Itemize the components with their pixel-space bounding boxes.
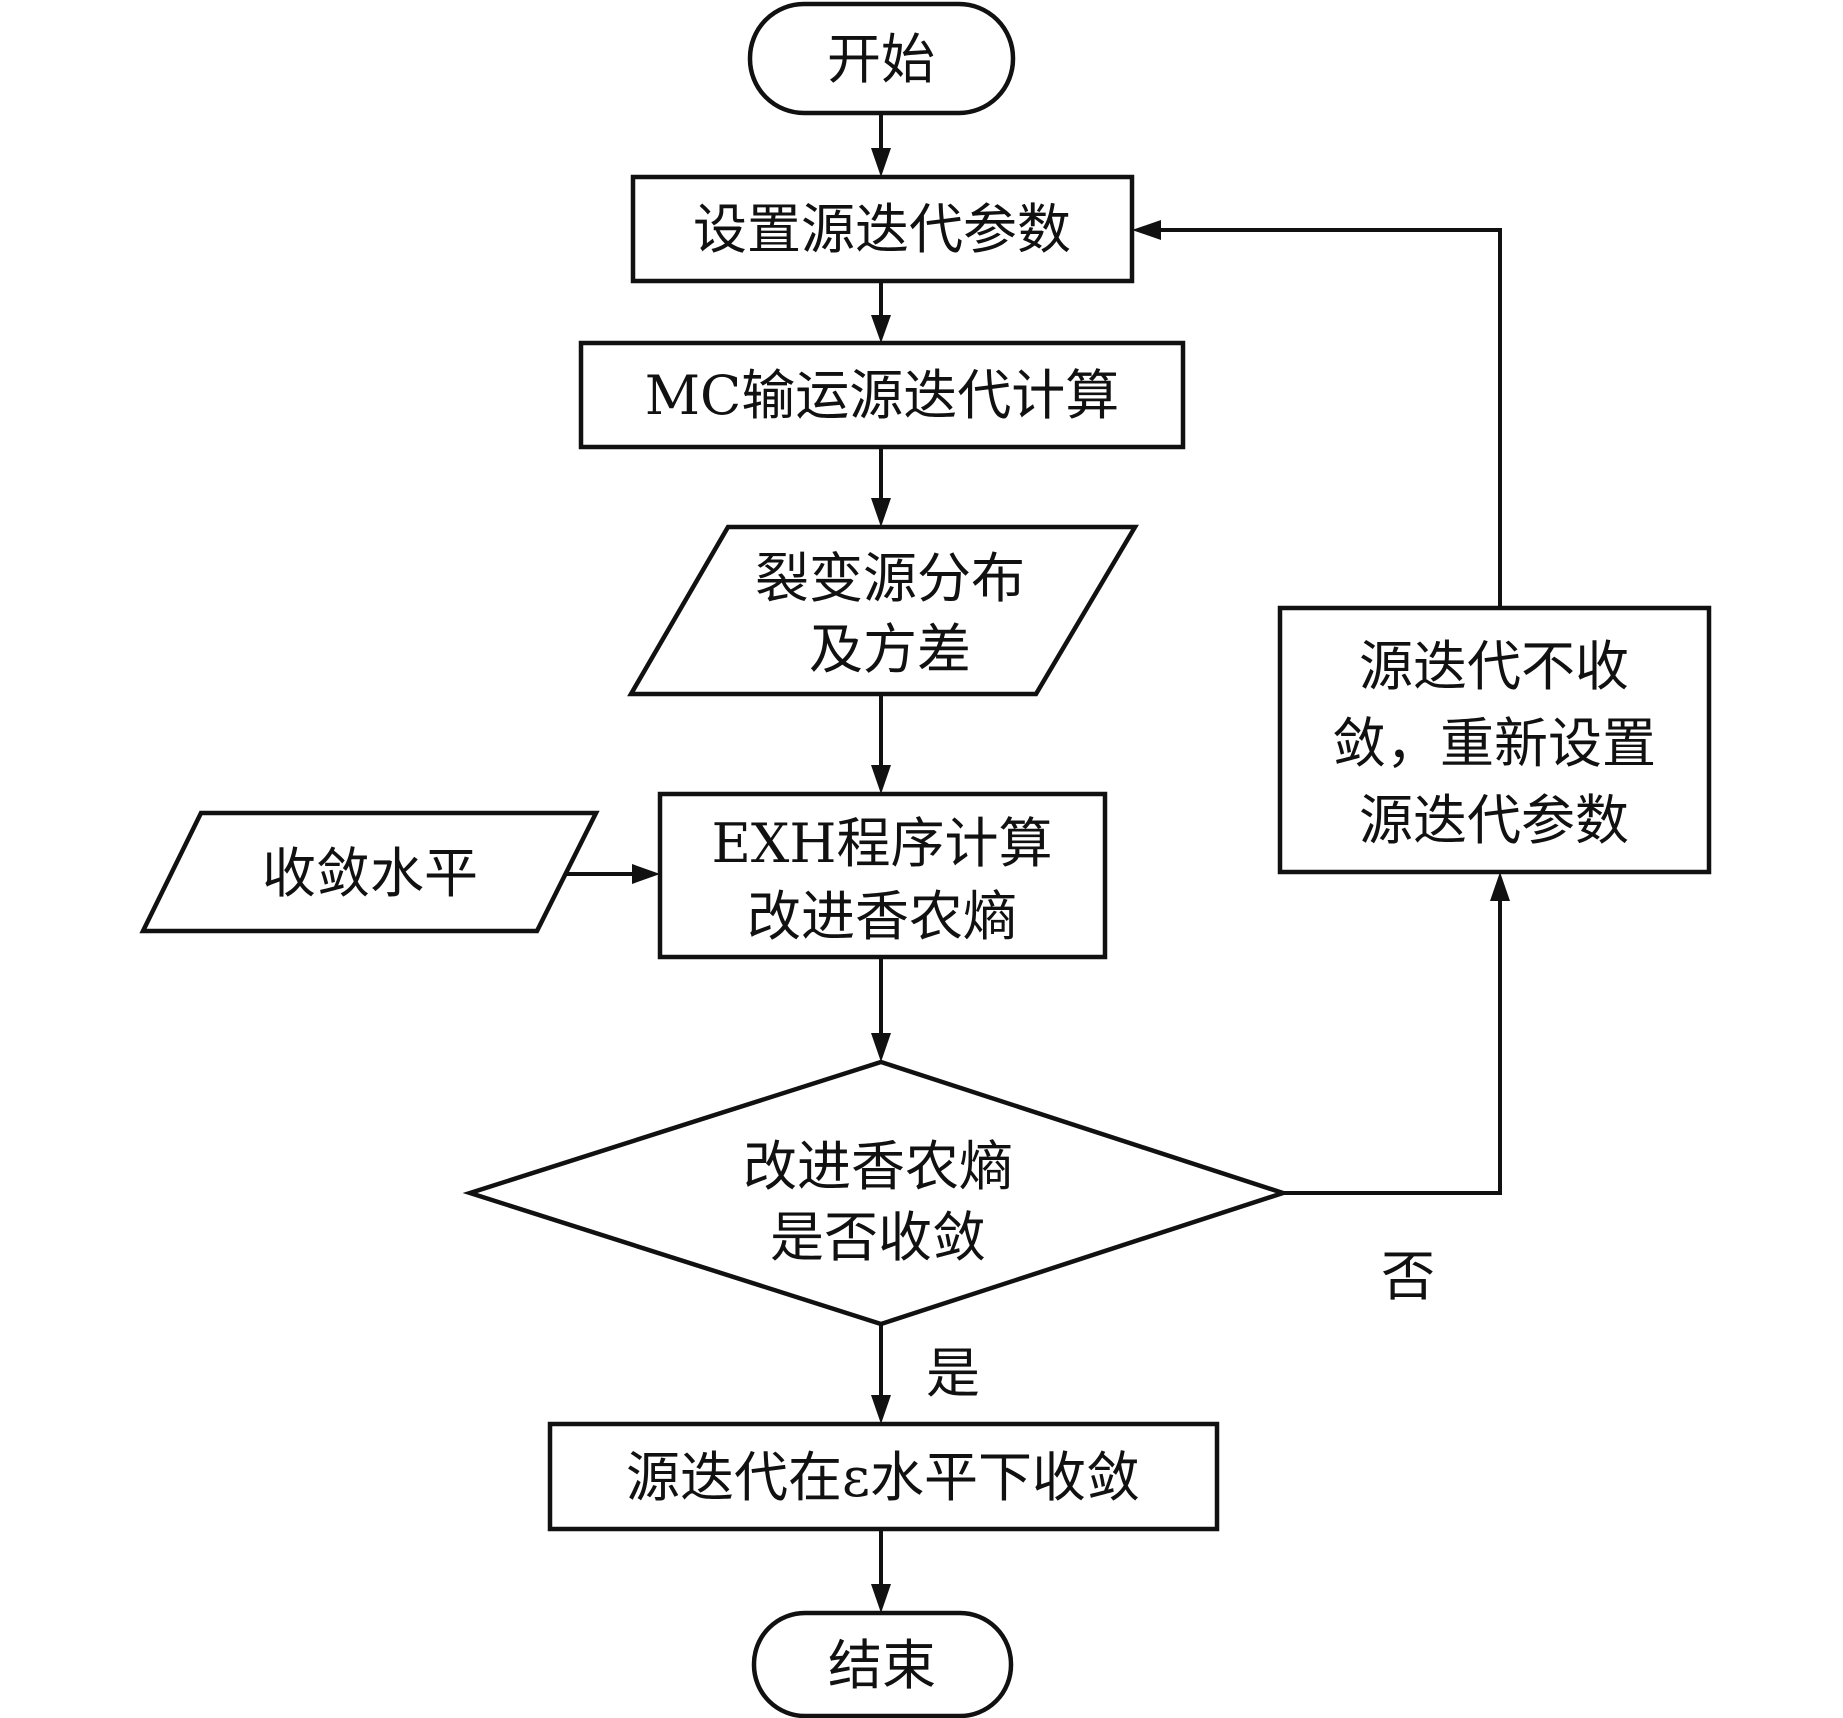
set-params-node: 设置源迭代参数 xyxy=(630,174,1135,284)
not-converged-line-2: 敛，重新设置 xyxy=(1332,712,1656,775)
edges xyxy=(551,113,1510,1613)
edge-label-no: 否 xyxy=(1381,1245,1435,1308)
end-label: 结束 xyxy=(828,1634,936,1697)
edge-not-converged-to-set-params xyxy=(1154,228,1502,608)
end-node: 结束 xyxy=(751,1610,1014,1718)
arrowhead xyxy=(632,864,660,884)
arrowhead xyxy=(871,148,891,177)
arrowhead xyxy=(1132,220,1161,240)
arrowhead xyxy=(871,1033,891,1062)
arrowhead xyxy=(871,498,891,527)
exh-calc-line-1: EXH程序计算 xyxy=(712,812,1053,875)
start-label: 开始 xyxy=(827,28,935,91)
exh-calc-node: EXH程序计算 改进香农熵 xyxy=(657,791,1108,960)
arrowhead xyxy=(871,765,891,794)
converged-node: 源迭代在ε水平下收敛 xyxy=(547,1421,1220,1532)
edge-decision-to-not-converged xyxy=(1283,894,1502,1195)
start-node: 开始 xyxy=(747,1,1016,116)
decision-node: 改进香农熵 是否收敛 xyxy=(462,1059,1291,1327)
not-converged-line-3: 源迭代参数 xyxy=(1359,789,1629,852)
fission-dist-line-1: 裂变源分布 xyxy=(755,547,1025,610)
conv-level-label: 收敛水平 xyxy=(262,842,478,905)
arrowhead xyxy=(871,315,891,343)
not-converged-node: 源迭代不收 敛，重新设置 源迭代参数 xyxy=(1277,605,1712,875)
fission-dist-line-2: 及方差 xyxy=(809,618,971,681)
mc-calc-label: MC输运源迭代计算 xyxy=(645,364,1120,427)
edge-label-yes: 是 xyxy=(926,1342,980,1405)
exh-calc-line-2: 改进香农熵 xyxy=(747,885,1017,948)
arrowhead xyxy=(1490,872,1510,901)
decision-line-1: 改进香农熵 xyxy=(743,1135,1013,1198)
fission-dist-node: 裂变源分布 及方差 xyxy=(627,524,1139,697)
mc-calc-node: MC输运源迭代计算 xyxy=(578,340,1186,450)
decision-line-2: 是否收敛 xyxy=(770,1206,986,1269)
set-params-label: 设置源迭代参数 xyxy=(693,198,1071,261)
arrowhead xyxy=(871,1584,891,1613)
conv-level-node: 收敛水平 xyxy=(139,810,600,934)
not-converged-line-1: 源迭代不收 xyxy=(1359,635,1629,698)
arrowhead xyxy=(871,1395,891,1424)
converged-label: 源迭代在ε水平下收敛 xyxy=(626,1446,1140,1509)
